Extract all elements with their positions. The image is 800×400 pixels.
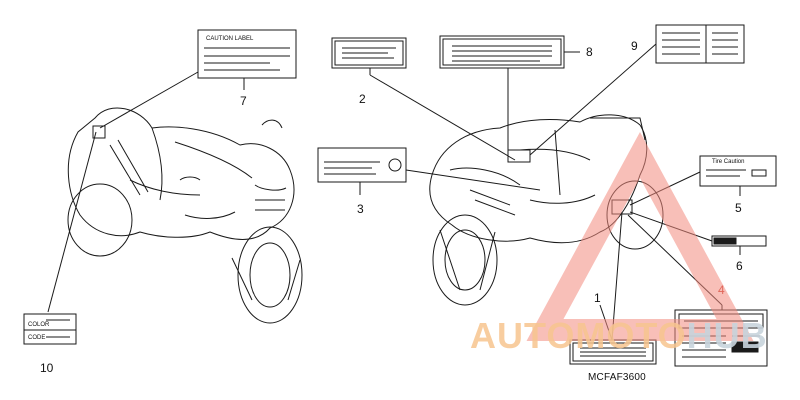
callout-1: 1 (594, 291, 601, 305)
callout-8: 8 (586, 45, 593, 59)
callout-4: 4 (718, 283, 725, 297)
callout-9: 9 (631, 39, 638, 53)
diagram-code: MCFAF3600 (588, 372, 646, 383)
watermark-part1: AUTOMOTO (470, 315, 687, 356)
label-10-line2: CODE (28, 335, 46, 341)
label-8-sticker (439, 35, 565, 69)
callout-3: 3 (357, 202, 364, 216)
callout-5: 5 (735, 201, 742, 215)
label-2-sticker (331, 37, 407, 69)
label-5-title: Tire Caution (712, 159, 745, 165)
label-6-sticker (711, 235, 767, 247)
left-motorcycle-outline (67, 107, 303, 324)
label-10-line1: COLOR (28, 322, 50, 328)
leader-lines (47, 43, 741, 341)
label-3-sticker (317, 147, 407, 183)
watermark-triangle (526, 131, 754, 341)
label-9-sticker (655, 24, 745, 64)
label-10-sticker (23, 313, 77, 345)
right-motorcycle-outline (429, 114, 664, 306)
callout-6: 6 (736, 259, 743, 273)
watermark-part2: HUB (686, 315, 768, 356)
callout-7: 7 (240, 94, 247, 108)
label-7-title: CAUTION LABEL (206, 36, 254, 42)
label-7-sticker (197, 29, 297, 79)
label-5-sticker (699, 155, 777, 187)
watermark-text: AUTOMOTOHUB (470, 315, 768, 357)
callout-2: 2 (359, 92, 366, 106)
callout-10: 10 (40, 361, 54, 375)
